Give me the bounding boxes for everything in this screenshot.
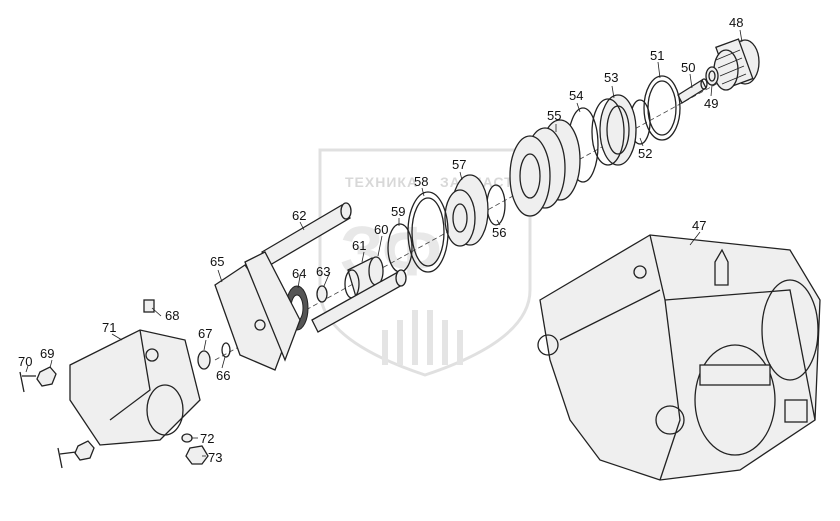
part-68-nut [143, 299, 155, 313]
callout-67: 67 [198, 326, 212, 341]
callout-70: 70 [18, 354, 32, 369]
callout-63: 63 [316, 264, 330, 279]
callout-66: 66 [216, 368, 230, 383]
callout-69: 69 [40, 346, 54, 361]
callout-58: 58 [414, 174, 428, 189]
part-67-ring [197, 350, 211, 370]
callout-53: 53 [604, 70, 618, 85]
callout-52: 52 [638, 146, 652, 161]
part-71-housing [69, 329, 201, 446]
part-69-nut [36, 366, 57, 387]
callout-47: 47 [692, 218, 706, 233]
part-63-washer [316, 285, 328, 303]
part-55-gear [509, 119, 581, 217]
callout-55: 55 [547, 108, 561, 123]
callout-62: 62 [292, 208, 306, 223]
callout-68: 68 [165, 308, 179, 323]
callout-49: 49 [704, 96, 718, 111]
callout-72: 72 [200, 431, 214, 446]
leader-lines [25, 29, 743, 457]
part-72-washer [181, 433, 193, 443]
callout-71: 71 [102, 320, 116, 335]
callout-48: 48 [729, 15, 743, 30]
part-47-gearbox-housing [537, 234, 821, 481]
callout-labels: 47 48 49 50 51 52 53 54 55 56 57 58 59 6… [18, 15, 743, 465]
part-69b-nut [57, 440, 95, 469]
watermark-text-left: ТЕХНИКА [345, 174, 418, 190]
callout-65: 65 [210, 254, 224, 269]
part-49-ring [705, 66, 719, 86]
part-73-plug [185, 445, 209, 465]
callout-60: 60 [374, 222, 388, 237]
callout-50: 50 [681, 60, 695, 75]
part-57-hub [444, 174, 489, 247]
callout-64: 64 [292, 266, 306, 281]
part-53-bearing [591, 94, 637, 166]
callout-61: 61 [352, 238, 366, 253]
callout-51: 51 [650, 48, 664, 63]
callout-73: 73 [208, 450, 222, 465]
part-65-bracket [214, 251, 301, 371]
callout-57: 57 [452, 157, 466, 172]
callout-59: 59 [391, 204, 405, 219]
part-58-ring [407, 191, 449, 273]
part-50-pin [677, 78, 708, 104]
part-48-roller-bearing [713, 38, 760, 91]
callout-56: 56 [492, 225, 506, 240]
part-70-bolt [19, 371, 36, 393]
callout-54: 54 [569, 88, 583, 103]
part-66-ring [221, 342, 231, 358]
